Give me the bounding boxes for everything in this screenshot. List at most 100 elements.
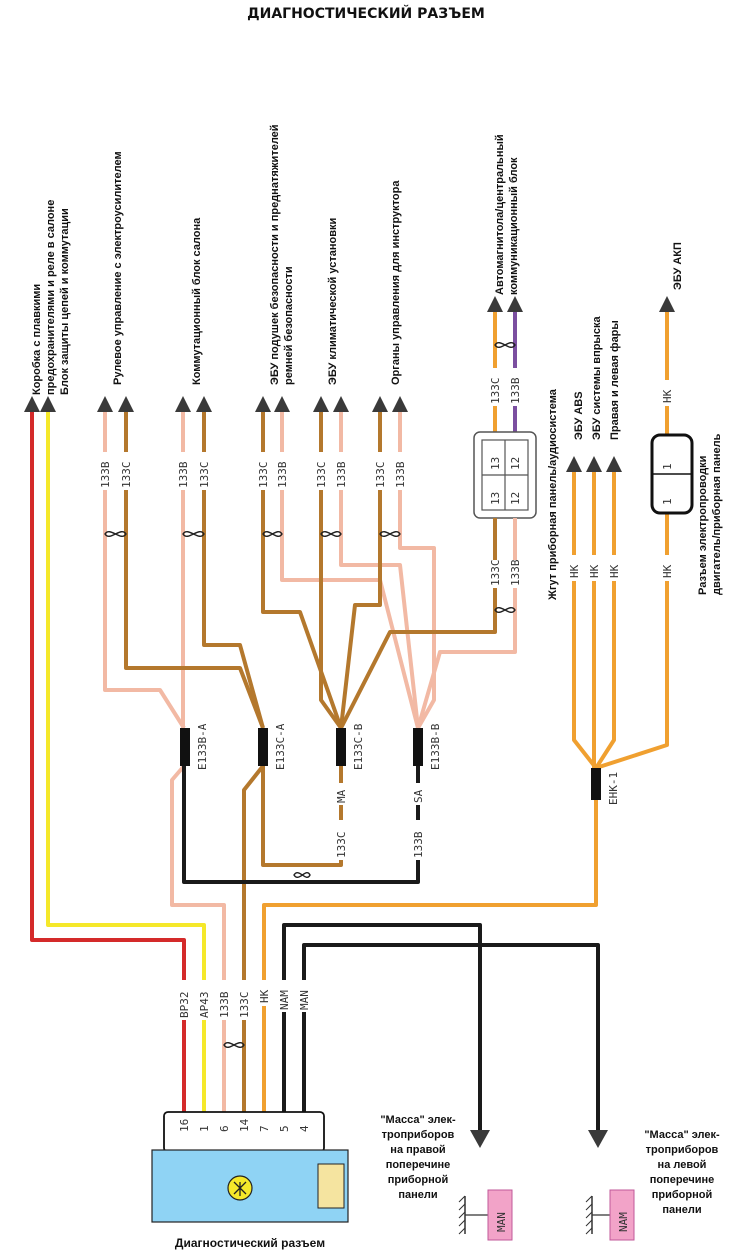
arrow-up-icon [333,396,349,412]
pin-7: 7 [258,1125,271,1132]
splice-e133b-a [180,728,190,766]
wire-label: SA [412,789,425,803]
svg-text:поперечине: поперечине [386,1159,451,1171]
arrow-up-icon [97,396,113,412]
splice-ehk-1 [591,768,601,800]
label-e133c-a: E133C-A [274,723,287,770]
arrow-up-icon [659,296,675,312]
arrow-up-icon [586,456,602,472]
wire-orange-tcm [595,312,669,770]
wire-label: MAN [298,990,311,1010]
ground-note-left: "Масса" элек- троприборов на левой попер… [644,1129,720,1216]
pin-1: 1 [198,1125,211,1132]
twist-icon [223,1042,245,1048]
wire-label: 133B [276,461,289,488]
pin-14: 14 [238,1118,251,1132]
svg-text:приборной: приборной [388,1174,448,1186]
pin-5: 5 [278,1125,291,1132]
twist-icon [494,342,516,348]
ground-point-man: MAN [495,1212,508,1232]
wire-pink-airbag [280,412,420,729]
label-abs: ЭБУ ABS [573,391,585,440]
label-audio-1: Автомагнитола/центральный [494,134,506,295]
wire-label: 133B [509,377,522,404]
wire-brown-body [202,412,265,729]
ground-symbol-left: NAM [585,1189,635,1241]
wire-black-ground-left [302,943,600,1130]
label-engine-ecu: ЭБУ системы впрыска [591,316,603,440]
splice-e133c-b [336,728,346,766]
wire-label: 133B [218,991,231,1018]
svg-text:панели: панели [662,1204,701,1216]
splice-e133c-a [258,728,268,766]
pin-label: 13 [489,492,502,505]
svg-text:приборной: приборной [652,1189,712,1201]
svg-text:поперечине: поперечине [650,1174,715,1186]
wire-label: 133B [335,461,348,488]
arrow-up-icon [24,396,40,412]
wire-label: 133B [412,831,425,858]
arrow-up-icon [175,396,191,412]
wire-label: HK [258,989,271,1003]
label-harness-panel: Жгут приборная панель/аудиосистема [547,388,559,601]
wire-orange-hk-main [262,800,598,1112]
wire-label: HK [661,564,674,578]
arrow-up-icon [392,396,408,412]
wire-brown-climate [319,412,343,730]
pin-4: 4 [298,1125,311,1132]
label-fuse-box-2: предохранителями и реле в салоне [45,200,57,395]
label-e133b-a: E133B-A [196,723,209,770]
wire-label: HK [568,564,581,578]
arrow-up-icon [606,456,622,472]
label-instructor: Органы управления для инструктора [390,180,402,385]
label-e133b-b: E133B-B [429,723,442,770]
wire-label: 133C [489,560,502,587]
pin-16: 16 [178,1119,191,1132]
wire-label: 133B [99,461,112,488]
wire-label: 133C [374,462,387,489]
label-airbag-1: ЭБУ подушек безопасности и преднатяжител… [269,124,281,385]
twist-icon [262,531,283,537]
wire-brown-audio [339,560,497,729]
connector-latch [317,1163,345,1209]
twist-icon [104,531,127,537]
pin-label: 1 [661,463,674,470]
splices: E133B-A E133C-A E133C-B E133B-B EHK-1 [180,723,620,805]
pin-label: 12 [509,457,522,470]
connector-panel-harness: 13 12 13 12 [473,431,537,519]
wire-brown-loop [261,766,343,867]
arrow-up-icon [372,396,388,412]
connector-engine-harness: 1 1 [650,433,694,515]
arrow-up-icon [274,396,290,412]
label-body-module: Коммутационный блок салона [191,217,203,385]
arrow-down-icon [588,1130,608,1148]
wire-label: AP43 [198,992,211,1019]
ground-symbol-right: MAN [458,1189,513,1241]
twist-icon [293,872,311,878]
pin-6: 6 [218,1125,231,1132]
twist-icon [320,531,342,537]
arrow-up-icon [255,396,271,412]
label-e133c-b: E133C-B [352,723,365,770]
wire-label: 133B [509,559,522,586]
arrow-up-icon [196,396,212,412]
twisted-pair-markers [104,342,516,1048]
splice-e133b-b [413,728,423,766]
wires [30,312,669,1130]
wire-orange-lamps [594,472,616,770]
diagnostic-connector: 16 1 6 14 7 5 4 [151,1111,349,1223]
wire-brown-eps [124,412,265,729]
wire-label: NAM [278,990,291,1010]
wire-label: 133C [315,462,328,489]
label-tcm: ЭБУ АКП [672,242,684,290]
label-eps: Рулевое управление с электроусилителем [112,151,124,385]
label-harness-engine-1: Разъем электропроводки [697,456,709,595]
destination-labels: Коробка с плавкими предохранителями и ре… [31,124,723,601]
wire-label: BP32 [178,992,191,1019]
arrow-up-icon [118,396,134,412]
twist-icon [494,607,516,613]
diagram-title: ДИАГНОСТИЧЕСКИЙ РАЗЪЕМ [247,5,485,22]
label-ehk-1: EHK-1 [607,772,620,805]
wire-pink-audio [416,560,517,729]
